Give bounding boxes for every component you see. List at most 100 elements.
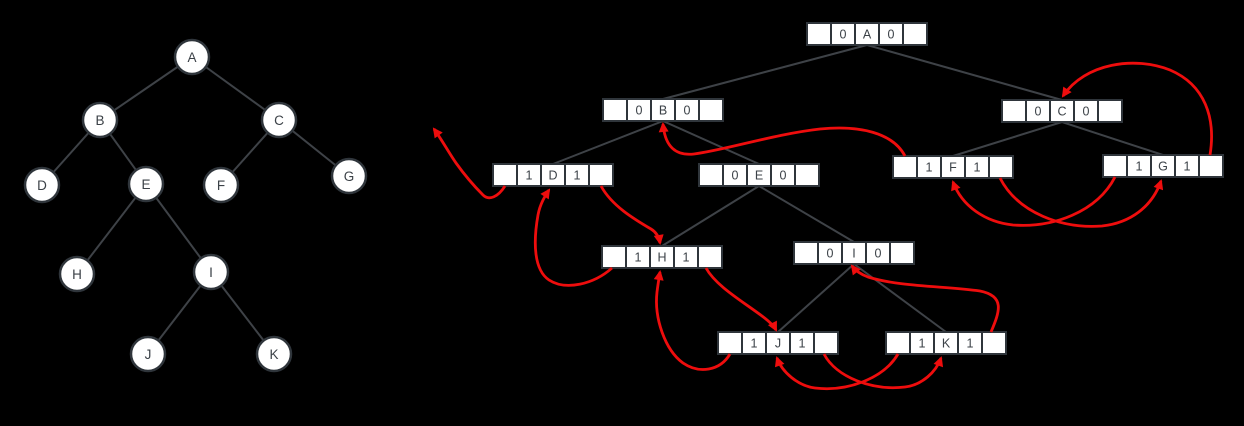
record-rtag-text: 1 (683, 251, 690, 265)
record-edge-I-J (777, 263, 855, 333)
record-label-text: H (657, 251, 666, 265)
tree-node-label: G (344, 169, 355, 184)
tree-node-label: F (217, 178, 225, 193)
thread-arrow-D-left-to-null (432, 127, 507, 200)
record-node-E: 0 E 0 (698, 163, 820, 187)
rchild-cell (794, 163, 820, 187)
tree-node-J: J (129, 335, 167, 373)
record-edge-I-K (853, 263, 947, 333)
thread-arrow-J-right-to-K (822, 353, 944, 390)
rchild-cell (698, 98, 724, 122)
record-edge-C-G (1061, 121, 1164, 156)
thread-arrow-D-right-to-H (599, 185, 664, 245)
thread-arrow-F-right-to-G (998, 177, 1164, 228)
record-ltag-text: 1 (526, 169, 533, 183)
thread-arrow-G-right-to-C (1061, 61, 1213, 156)
threaded-tree-edges (552, 44, 1164, 333)
thread-arrow-H-right-to-J (704, 267, 778, 332)
lchild-cell (793, 241, 819, 265)
record-edge-A-B (662, 44, 868, 100)
lchild-cell (601, 245, 627, 269)
tree-node-label: E (141, 177, 150, 192)
record-label-text: A (863, 28, 872, 42)
record-edge-B-E (662, 120, 760, 165)
record-rtag-text: 0 (1083, 105, 1090, 119)
record-node-H: 1 H 1 (601, 245, 723, 269)
lchild-cell (698, 163, 724, 187)
thread-arrows (432, 61, 1213, 391)
record-ltag-text: 1 (1136, 160, 1143, 174)
tree-node-label: K (269, 347, 278, 362)
lchild-cell (1102, 154, 1128, 178)
lchild-cell (1001, 99, 1027, 123)
tree-node-circle (23, 166, 61, 204)
tree-node-circle (81, 101, 119, 139)
rchild-cell (1097, 99, 1123, 123)
tree-node-G: G (330, 157, 368, 195)
thread-arrow-J-left-to-H (653, 270, 732, 371)
thread-arrow-K-left-to-J (774, 353, 900, 391)
record-label-text: C (1057, 105, 1066, 119)
record-ltag-text: 0 (636, 104, 643, 118)
record-ltag-text: 1 (635, 251, 642, 265)
record-edge-E-H (661, 185, 760, 247)
record-ltag-text: 0 (1035, 105, 1042, 119)
tree-node-H: H (58, 255, 96, 293)
record-label-text: B (659, 104, 667, 118)
tree-node-label: I (209, 265, 213, 280)
tree-node-C: C (260, 101, 298, 139)
lchild-cell (602, 98, 628, 122)
record-node-K: 1 K 1 (885, 331, 1007, 355)
rchild-cell (988, 155, 1014, 179)
record-label-text: F (949, 161, 957, 175)
record-node-C: 0 C 0 (1001, 99, 1123, 123)
tree-node-circle (58, 255, 96, 293)
lchild-cell (717, 331, 743, 355)
tree-node-F: F (202, 166, 240, 204)
thread-arrow-G-left-to-F (951, 176, 1117, 227)
record-rtag-text: 1 (574, 169, 581, 183)
tree-node-circle (129, 335, 167, 373)
tree-node-circle (255, 335, 293, 373)
tree-node-label: A (187, 50, 196, 65)
thread-arrow-K-right-to-I (850, 264, 1000, 333)
record-ltag-text: 1 (919, 337, 926, 351)
thread-arrow-H-left-to-D (533, 188, 613, 287)
record-ltag-text: 0 (732, 169, 739, 183)
tree-node-E: E (127, 165, 165, 203)
record-label-text: I (852, 247, 855, 261)
tree-node-label: C (274, 113, 284, 128)
record-rtag-text: 1 (967, 337, 974, 351)
rchild-cell (588, 163, 614, 187)
tree-node-circle (202, 166, 240, 204)
record-label-text: E (755, 169, 763, 183)
rchild-cell (813, 331, 839, 355)
tree-node-circle (330, 157, 368, 195)
record-label-text: K (942, 337, 951, 351)
record-rtag-text: 0 (780, 169, 787, 183)
lchild-cell (885, 331, 911, 355)
record-ltag-text: 1 (926, 161, 933, 175)
tree-edge-E-H (76, 183, 147, 275)
record-rtag-text: 0 (888, 28, 895, 42)
tree-node-label: B (95, 113, 104, 128)
thread-arrow-F-left-to-B (658, 122, 907, 157)
tree-node-circle (192, 253, 230, 291)
record-label-text: G (1158, 160, 1168, 174)
tree-node-B: B (81, 101, 119, 139)
record-rtag-text: 0 (875, 247, 882, 261)
tree-node-circle (260, 101, 298, 139)
record-label-text: D (548, 169, 557, 183)
tree-node-label: J (145, 347, 152, 362)
rchild-cell (981, 331, 1007, 355)
tree-node-A: A (173, 38, 211, 76)
tree-node-circle (127, 165, 165, 203)
